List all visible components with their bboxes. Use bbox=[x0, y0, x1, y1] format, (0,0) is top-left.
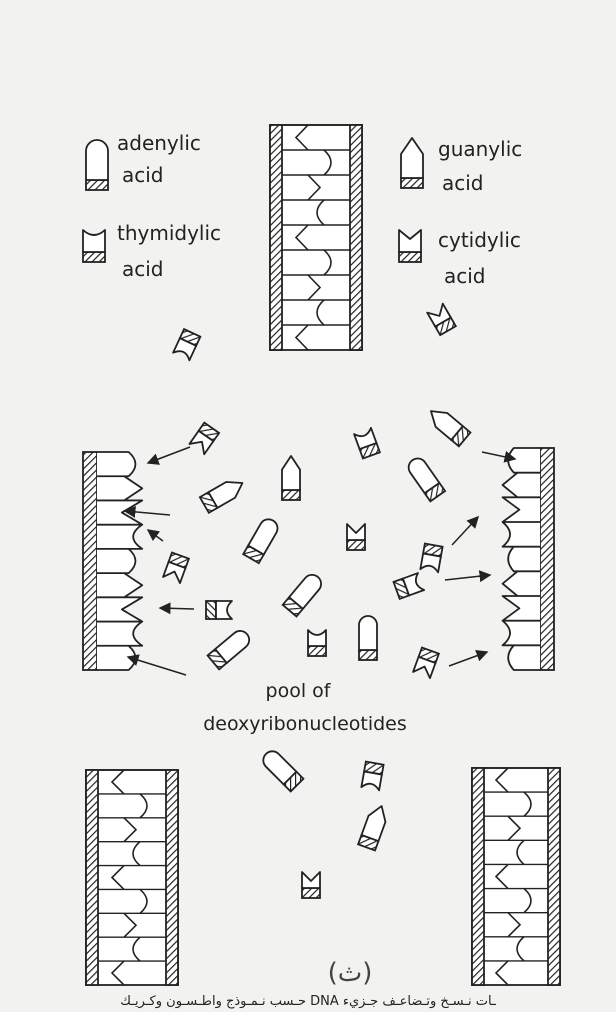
free-nucleotide bbox=[241, 518, 279, 565]
helices bbox=[85, 124, 561, 986]
free-nucleotide bbox=[188, 421, 221, 456]
cytidylic-label: cytidylic bbox=[438, 228, 521, 252]
nucleotide-pool bbox=[162, 302, 472, 899]
free-nucleotide bbox=[307, 629, 327, 657]
figure-letter: (ث) bbox=[327, 958, 373, 988]
pool-label-line1: pool of bbox=[266, 680, 332, 702]
daughter-helix-right bbox=[471, 767, 561, 986]
pool-label-line2: deoxyribonucleotides bbox=[203, 713, 407, 735]
thymidylic-icon bbox=[82, 229, 106, 263]
free-nucleotide bbox=[301, 871, 321, 899]
free-nucleotide bbox=[430, 410, 472, 448]
free-nucleotide bbox=[419, 542, 444, 574]
free-nucleotide bbox=[346, 523, 366, 551]
free-nucleotide bbox=[205, 600, 233, 620]
free-nucleotide bbox=[407, 457, 447, 503]
pairing-arrow bbox=[481, 450, 517, 463]
pairing-arrow bbox=[146, 529, 164, 542]
left-template-strand bbox=[82, 451, 144, 671]
pairing-arrow bbox=[146, 446, 191, 465]
free-nucleotide bbox=[360, 760, 385, 792]
pairing-arrows bbox=[123, 446, 517, 676]
free-nucleotide bbox=[392, 572, 426, 601]
free-nucleotide bbox=[206, 630, 251, 671]
right-template-strand bbox=[501, 447, 555, 671]
free-nucleotide bbox=[162, 551, 191, 585]
pairing-arrow bbox=[158, 602, 195, 615]
guanylic-icon bbox=[400, 137, 424, 189]
adenylic-icon bbox=[85, 139, 109, 191]
free-nucleotide bbox=[356, 805, 387, 852]
free-nucleotide bbox=[412, 646, 441, 680]
pairing-arrow bbox=[123, 505, 171, 518]
thymidylic-label: thymidylic bbox=[117, 221, 221, 245]
pairing-arrow bbox=[451, 515, 480, 546]
free-nucleotide bbox=[353, 426, 382, 460]
free-nucleotide bbox=[172, 327, 202, 362]
free-nucleotide bbox=[198, 481, 244, 515]
parent-helix bbox=[269, 124, 363, 351]
adenylic-acid-label: acid bbox=[122, 163, 164, 187]
pairing-arrow bbox=[444, 570, 492, 583]
guanylic-acid-label: acid bbox=[442, 171, 484, 195]
cytidylic-acid-label: acid bbox=[444, 264, 486, 288]
free-nucleotide bbox=[262, 750, 305, 793]
free-nucleotide bbox=[281, 455, 301, 501]
adenylic-label: adenylic bbox=[117, 131, 201, 155]
free-nucleotide bbox=[358, 615, 378, 661]
pairing-arrow bbox=[126, 654, 187, 676]
cytidylic-icon bbox=[398, 229, 422, 263]
thymidylic-acid-label: acid bbox=[122, 257, 164, 281]
pairing-arrow bbox=[448, 649, 489, 667]
figure-caption: ـات نـسـخ وتـضاعـف جـزيء DNA حـسب نـمـوذ… bbox=[120, 994, 496, 1009]
free-nucleotide bbox=[426, 302, 458, 337]
legend bbox=[82, 137, 424, 263]
guanylic-label: guanylic bbox=[438, 137, 522, 161]
daughter-helix-left bbox=[85, 769, 179, 986]
free-nucleotide bbox=[281, 573, 322, 618]
